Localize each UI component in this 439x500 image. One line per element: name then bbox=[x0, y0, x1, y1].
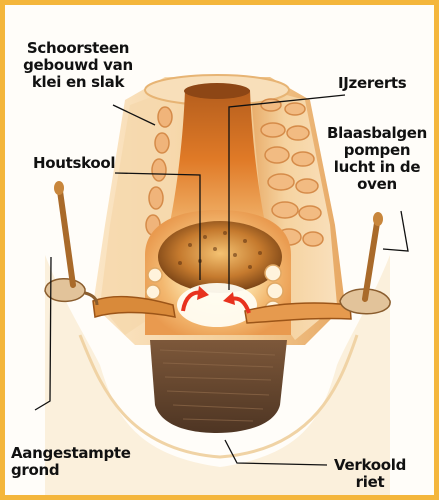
label-iron-ore: IJzererts bbox=[338, 75, 433, 92]
right-stick-knob bbox=[373, 212, 383, 226]
charcoal-pile bbox=[158, 221, 282, 293]
label-bellows: Blaasbalgen pompen lucht in de oven bbox=[317, 125, 437, 193]
left-bellows-stick bbox=[60, 191, 73, 285]
leader-bellows bbox=[383, 211, 408, 251]
chimney-opening bbox=[184, 83, 250, 99]
label-rammed-earth: Aangestampte grond bbox=[11, 445, 151, 479]
label-charred-reed: Verkoold riet bbox=[315, 457, 425, 491]
label-chimney: Schoorsteen gebouwd van klei en slak bbox=[13, 40, 143, 91]
right-bellows-stick bbox=[365, 223, 377, 299]
left-stick-knob bbox=[54, 181, 64, 195]
label-charcoal: Houtskool bbox=[33, 155, 153, 172]
charred-reed-pit bbox=[150, 340, 287, 433]
